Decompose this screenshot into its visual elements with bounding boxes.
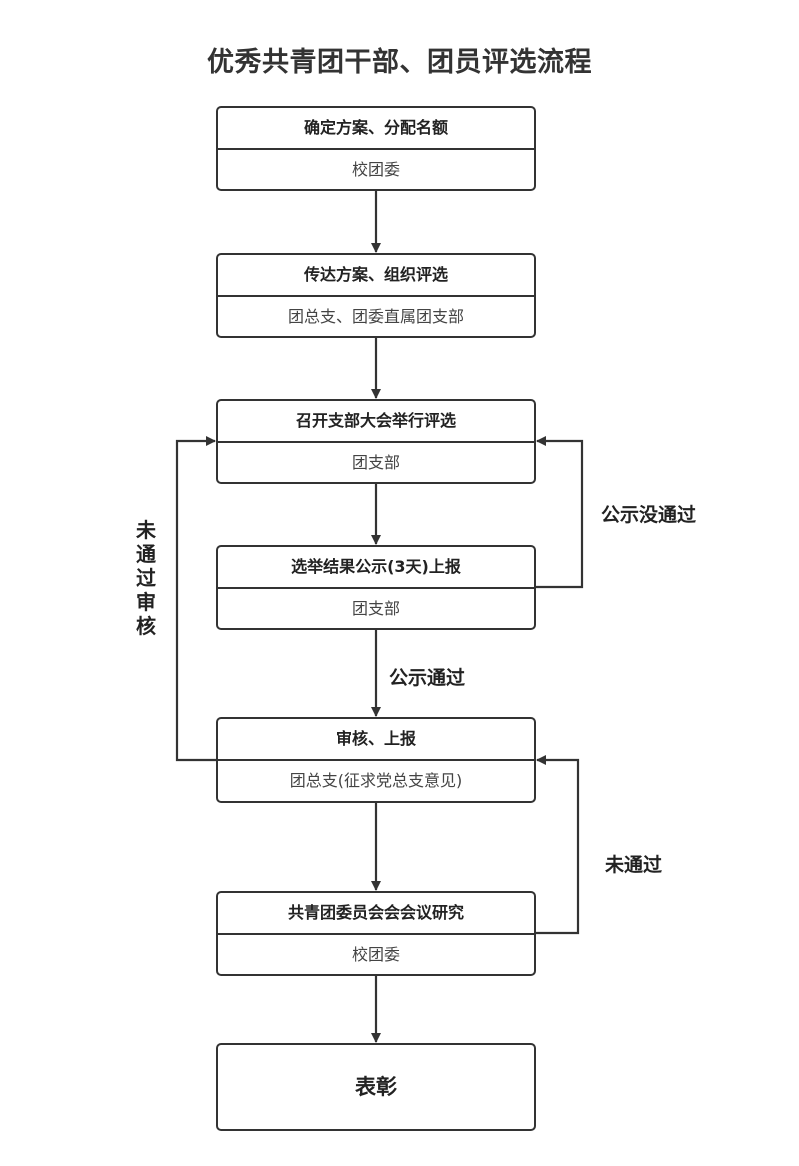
- step-box: 确定方案、分配名额 校团委: [216, 106, 536, 191]
- label-publicity-failed: 公示没通过: [601, 504, 697, 526]
- loop-review-failed: [175, 436, 216, 762]
- diagram-title: 优秀共青团干部、团员评选流程: [207, 47, 592, 78]
- label-review-failed-char: 过: [136, 566, 156, 590]
- step-actor: 团总支(征求党总支意见): [289, 771, 463, 790]
- step-action: 共青团委员会会会议研究: [218, 893, 534, 935]
- step-action: 审核、上报: [218, 719, 534, 761]
- step-actor: 团总支、团委直属团支部: [287, 307, 464, 326]
- step-actor: 团支部: [351, 453, 400, 472]
- label-review-failed-char: 核: [136, 614, 156, 638]
- step-actor: 校团委: [351, 160, 400, 179]
- step-action: 选举结果公示(3天)上报: [218, 547, 534, 589]
- step-actor: 团支部: [351, 599, 400, 618]
- step-box: 传达方案、组织评选 团总支、团委直属团支部: [216, 253, 536, 338]
- step-box: 审核、上报 团总支(征求党总支意见): [216, 717, 536, 803]
- loop-not-passed: [536, 755, 580, 935]
- label-review-failed: 未 通 过 审 核: [134, 518, 158, 638]
- step-action: 召开支部大会举行评选: [218, 401, 534, 443]
- step-box-final: 表彰: [216, 1043, 536, 1131]
- step-box: 召开支部大会举行评选 团支部: [216, 399, 536, 484]
- step-box: 共青团委员会会会议研究 校团委: [216, 891, 536, 976]
- label-publicity-passed: 公示通过: [389, 667, 466, 689]
- label-review-failed-char: 审: [136, 590, 156, 614]
- step-action: 确定方案、分配名额: [218, 108, 534, 150]
- loop-publicity-failed: [536, 436, 584, 589]
- step-action: 表彰: [355, 1075, 397, 1099]
- label-review-failed-char: 未: [136, 518, 156, 542]
- label-not-passed: 未通过: [605, 854, 663, 876]
- step-actor: 校团委: [351, 945, 400, 964]
- step-box: 选举结果公示(3天)上报 团支部: [216, 545, 536, 630]
- step-action: 传达方案、组织评选: [218, 255, 534, 297]
- label-review-failed-char: 通: [136, 542, 156, 566]
